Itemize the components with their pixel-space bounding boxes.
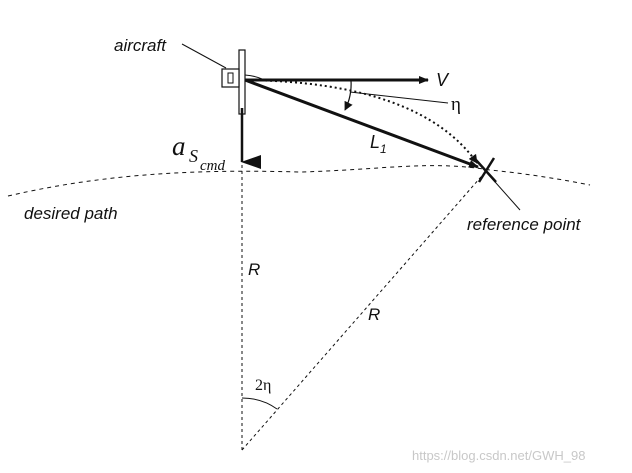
acceleration-label: a S cmd <box>172 131 225 174</box>
l1-label-sub: 1 <box>380 142 387 156</box>
acceleration-label-cmd: cmd <box>200 158 225 174</box>
radius-diagonal-line <box>241 169 488 451</box>
watermark-text: https://blog.csdn.net/GWH_98 <box>412 448 585 463</box>
radius-diagonal-label: R <box>368 305 380 324</box>
two-eta-angle-arc <box>241 397 278 410</box>
desired-path-curve <box>7 165 591 197</box>
eta-angle-arc <box>344 79 353 111</box>
acceleration-label-a: a <box>172 131 186 161</box>
reference-point-leader-line <box>487 173 521 211</box>
eta-label: η <box>451 94 461 115</box>
desired-path-label: desired path <box>24 204 118 223</box>
eta-leader-line <box>349 91 449 104</box>
acceleration-label-s: S <box>189 146 198 166</box>
l1-arrow <box>244 78 479 169</box>
reference-point-cross <box>475 157 497 183</box>
l1-label: L1 <box>370 132 387 156</box>
aircraft-icon <box>221 49 263 115</box>
l1-label-main: L <box>370 132 380 152</box>
aircraft-label: aircraft <box>114 36 167 55</box>
aircraft-leader-line <box>181 43 227 69</box>
radius-vertical-label: R <box>248 260 260 279</box>
two-eta-label: 2η <box>255 377 271 394</box>
velocity-label: V <box>436 70 450 90</box>
reference-point-label: reference point <box>467 215 582 234</box>
